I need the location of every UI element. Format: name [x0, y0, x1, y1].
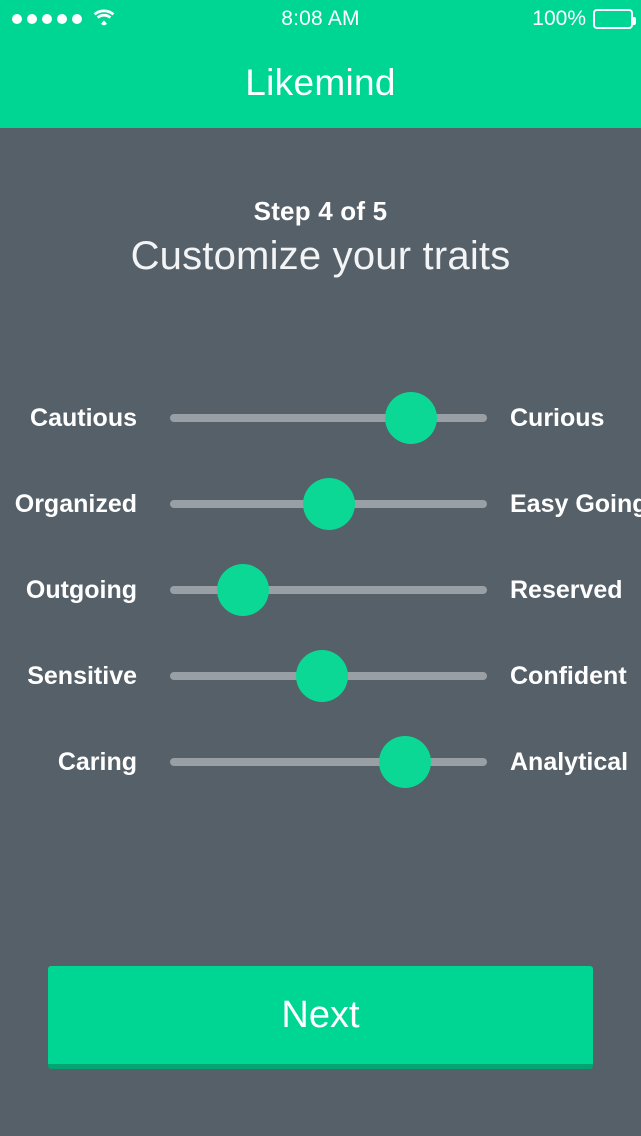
- app-navbar: Likemind: [0, 38, 641, 128]
- battery-icon: [593, 9, 636, 29]
- battery-percent-label: 100%: [532, 7, 586, 30]
- app-title: Likemind: [245, 62, 396, 103]
- step-indicator: Step 4 of 5: [253, 196, 388, 226]
- signal-dot: [42, 14, 52, 24]
- status-bar-left: [12, 0, 116, 38]
- signal-dot: [72, 14, 82, 24]
- status-bar: 8:08 AM 100%: [0, 0, 641, 38]
- status-bar-right: 100%: [532, 0, 636, 38]
- trait-slider-list: Cautious Curious Organized Easy Going Ou…: [0, 375, 641, 805]
- trait-slider-row[interactable]: Outgoing Reserved: [0, 547, 641, 633]
- trait-right-label: Easy Going: [510, 489, 641, 518]
- slider-control[interactable]: [170, 633, 487, 719]
- trait-left-label: Organized: [14, 489, 137, 518]
- trait-left-label: Outgoing: [25, 575, 137, 604]
- signal-dot: [12, 14, 22, 24]
- signal-strength-icon: [12, 14, 82, 24]
- trait-left-label: Sensitive: [27, 661, 137, 690]
- slider-track[interactable]: [170, 586, 487, 594]
- slider-thumb[interactable]: [216, 564, 269, 616]
- trait-right-label: Reserved: [510, 575, 623, 604]
- trait-left-label: Caring: [57, 747, 137, 776]
- trait-slider-row[interactable]: Caring Analytical: [0, 719, 641, 805]
- battery-cap: [633, 17, 636, 25]
- trait-right-label: Curious: [510, 403, 605, 432]
- status-bar-time: 8:08 AM: [281, 7, 360, 30]
- slider-control[interactable]: [170, 461, 487, 547]
- page-title: Customize your traits: [130, 234, 511, 278]
- slider-control[interactable]: [170, 547, 487, 633]
- slider-track[interactable]: [170, 758, 487, 766]
- slider-track[interactable]: [170, 414, 487, 422]
- slider-thumb[interactable]: [296, 650, 349, 702]
- trait-left-label: Cautious: [30, 403, 137, 432]
- signal-dot: [57, 14, 67, 24]
- trait-right-label: Analytical: [510, 747, 629, 776]
- trait-right-label: Confident: [510, 661, 627, 690]
- signal-dot: [27, 14, 37, 24]
- trait-slider-row[interactable]: Cautious Curious: [0, 375, 641, 461]
- trait-slider-row[interactable]: Organized Easy Going: [0, 461, 641, 547]
- slider-control[interactable]: [170, 719, 487, 805]
- wifi-icon: [92, 8, 116, 31]
- next-button[interactable]: Next: [48, 966, 593, 1069]
- main-content: Step 4 of 5 Customize your traits Cautio…: [0, 128, 641, 1136]
- slider-thumb[interactable]: [384, 392, 437, 444]
- slider-thumb[interactable]: [378, 736, 431, 788]
- trait-slider-row[interactable]: Sensitive Confident: [0, 633, 641, 719]
- slider-control[interactable]: [170, 375, 487, 461]
- slider-thumb[interactable]: [302, 478, 355, 530]
